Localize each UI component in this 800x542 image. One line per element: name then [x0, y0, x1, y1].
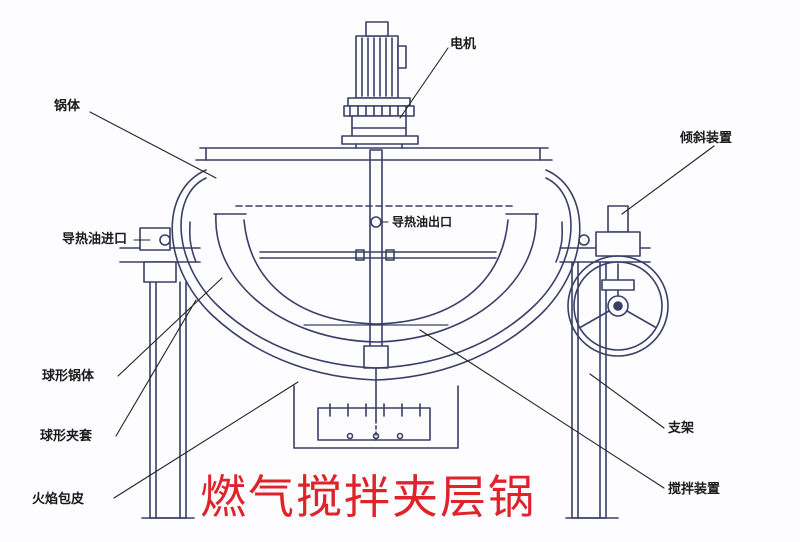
stirring-shaft: [363, 149, 389, 441]
right-support: [559, 205, 651, 519]
label-stirring-device: 搅拌装置: [668, 482, 721, 497]
leader-lines: [89, 47, 715, 499]
inner-pot: [213, 205, 539, 343]
outer-jacket: [171, 169, 581, 381]
label-spherical-pot: 球形锅体: [42, 369, 95, 384]
label-flame-cover: 火焰包皮: [32, 492, 85, 507]
label-pot-body: 锅体: [54, 99, 81, 114]
label-oil-outlet: 导热油出口: [392, 215, 453, 229]
diagram-title: 燃气搅拌夹层锅: [200, 470, 536, 524]
label-oil-inlet: 导热油进口: [62, 232, 128, 247]
handwheel: [567, 255, 669, 357]
stirrer-arms: [259, 249, 497, 326]
pot-rim: [195, 143, 553, 161]
firebox: [293, 385, 459, 449]
label-motor: 电机: [450, 37, 477, 52]
label-bracket: 支架: [668, 421, 695, 436]
motor: [341, 21, 419, 145]
left-support: [119, 227, 201, 519]
label-spherical-jacket: 球形夹套: [40, 429, 93, 444]
label-tilt-device: 倾斜装置: [680, 131, 733, 146]
